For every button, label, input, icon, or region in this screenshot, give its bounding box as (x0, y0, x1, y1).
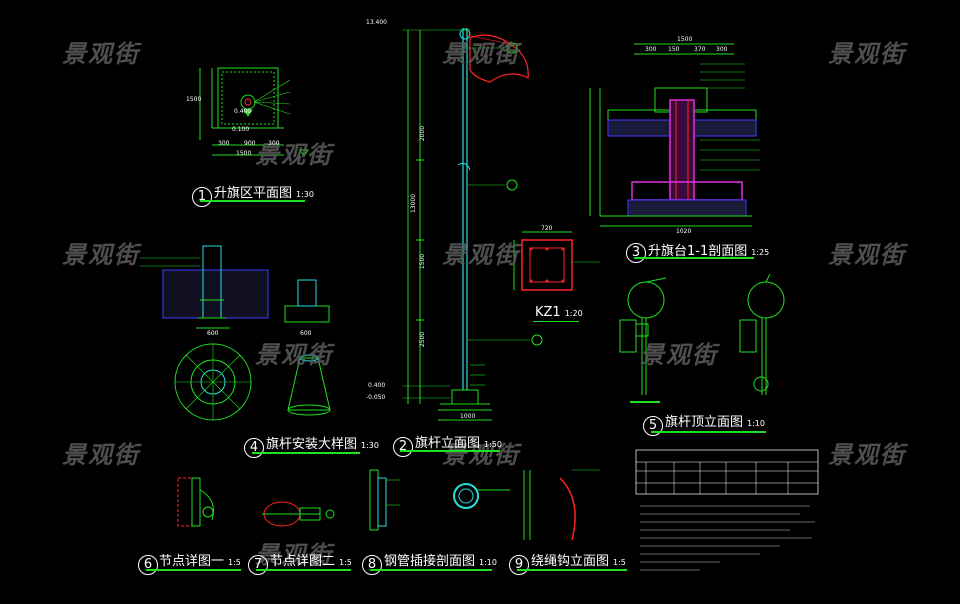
watermark: 景观街 (442, 40, 520, 68)
watermark: 景观街 (828, 441, 906, 469)
plan-view (199, 67, 309, 157)
node-detail-1 (177, 477, 214, 527)
drawing-number-3: 3 (626, 243, 646, 263)
elevation-label: 0.400 (368, 382, 386, 389)
dim-label: 720 (541, 225, 553, 232)
dim-label: 1500 (677, 36, 693, 43)
spec-table (635, 449, 819, 571)
section-1-1 (589, 43, 760, 227)
drawing-number-2: 2 (393, 437, 413, 457)
title-underline (400, 450, 500, 452)
drawing-number-1: 1 (192, 187, 212, 207)
title-underline (370, 569, 492, 571)
watermark: 景观街 (255, 341, 333, 369)
kz1-section (513, 231, 600, 291)
elevation-label: 0.100 (232, 126, 250, 133)
steel-pipe-section (369, 469, 400, 531)
rope-hook (523, 469, 600, 541)
elevation-label: 13.400 (366, 19, 387, 26)
title-underline (517, 569, 627, 571)
dim-label: 1500 (419, 253, 427, 270)
install-detail (140, 245, 331, 421)
dim-label: 2500 (419, 331, 427, 348)
drawing-number-9: 9 (509, 555, 529, 575)
dim-label: 1000 (460, 413, 476, 420)
title-underline (146, 569, 241, 571)
drawing-number-8: 8 (362, 555, 382, 575)
dim-label: 150 (668, 46, 680, 53)
watermark: 景观街 (255, 141, 333, 169)
dim-label: 1020 (676, 228, 692, 235)
top-elevation (619, 273, 785, 403)
dim-label: 300 (716, 46, 728, 53)
dim-label: 300 (268, 140, 280, 147)
title-underline (252, 452, 360, 454)
pipe-ring (453, 483, 510, 509)
dim-label: 600 (207, 330, 219, 337)
dim-label: 900 (244, 140, 256, 147)
title-underline (533, 321, 579, 322)
title-underline (634, 257, 754, 259)
dim-label: 1500 (186, 96, 202, 103)
watermark: 景观街 (62, 441, 140, 469)
watermark: 景观街 (640, 341, 718, 369)
elevation-label: -0.050 (366, 394, 386, 401)
dim-label: 300 (645, 46, 657, 53)
drawing-number-5: 5 (643, 416, 663, 436)
drawing-number-7: 7 (248, 555, 268, 575)
title-underline (256, 569, 351, 571)
dim-label: 300 (218, 140, 230, 147)
watermark: 景观街 (442, 441, 520, 469)
dim-label: 1500 (236, 150, 252, 157)
dim-label: 370 (694, 46, 706, 53)
watermark: 景观街 (828, 40, 906, 68)
watermark: 景观街 (442, 241, 520, 269)
dim-label: 600 (300, 330, 312, 337)
elevation-label: 0.400 (234, 108, 252, 115)
dim-label: 2000 (419, 125, 427, 142)
flagpole-elevation (402, 28, 543, 421)
watermark: 景观街 (62, 40, 140, 68)
title-underline (651, 431, 766, 433)
watermark: 景观街 (828, 241, 906, 269)
dim-label: 13000 (410, 193, 418, 214)
drawing-number-4: 4 (244, 438, 264, 458)
node-detail-2 (262, 501, 335, 527)
watermark: 景观街 (62, 241, 140, 269)
drawing-number-6: 6 (138, 555, 158, 575)
title-underline (200, 200, 305, 202)
